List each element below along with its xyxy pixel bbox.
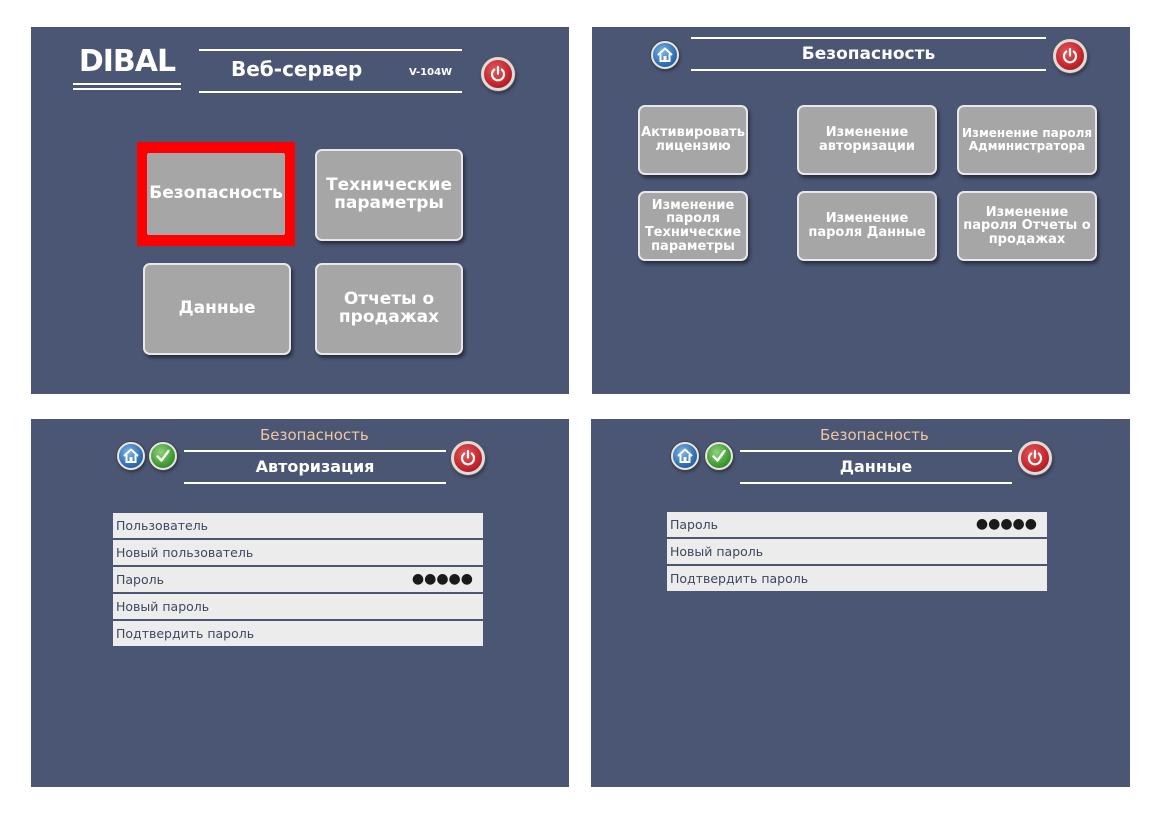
authorization-screen: Безопасность Авторизация Пользователь Но…: [31, 419, 569, 787]
power-icon: [460, 449, 476, 466]
change-authorization-button[interactable]: Изменение авторизации: [797, 105, 937, 175]
sales-reports-button[interactable]: Отчеты о продажах: [315, 263, 463, 355]
home-icon: [657, 47, 673, 62]
confirm-password-field[interactable]: Подтвердить пароль: [667, 566, 1047, 593]
power-icon: [1027, 449, 1043, 466]
power-button[interactable]: [1018, 441, 1052, 475]
breadcrumb: Безопасность: [260, 426, 369, 444]
authorization-form: Пользователь Новый пользователь Пароль ●…: [113, 513, 483, 648]
data-password-form: Пароль ●●●●● Новый пароль Подтвердить па…: [667, 512, 1047, 593]
technical-parameters-button[interactable]: Технические параметры: [315, 149, 463, 241]
user-label: Пользователь: [116, 518, 209, 533]
breadcrumb: Безопасность: [820, 426, 929, 444]
home-button[interactable]: [117, 442, 145, 470]
page-title: Безопасность: [801, 44, 936, 64]
change-admin-password-button[interactable]: Изменение пароля Администратора: [957, 105, 1097, 175]
password-value: ●●●●●: [975, 516, 1037, 532]
logo-text: DIBAL: [78, 44, 176, 79]
password-field[interactable]: Пароль ●●●●●: [113, 567, 483, 594]
confirm-password-label: Подтвердить пароль: [116, 626, 255, 641]
data-button[interactable]: Данные: [143, 263, 291, 355]
power-button[interactable]: [481, 57, 515, 91]
new-user-field[interactable]: Новый пользователь: [113, 540, 483, 567]
power-button[interactable]: [1053, 39, 1087, 73]
change-sales-password-button[interactable]: Изменение пароля Отчеты о продажах: [957, 191, 1097, 261]
confirm-button[interactable]: [149, 442, 177, 470]
change-data-password-button[interactable]: Изменение пароля Данные: [797, 191, 937, 261]
new-user-label: Новый пользователь: [116, 545, 254, 560]
security-button[interactable]: Безопасность: [147, 153, 285, 235]
dibal-logo: DIBAL: [73, 45, 181, 93]
main-menu-screen: DIBAL Веб-сервер V-104W Безопасность Тех…: [31, 27, 569, 394]
power-icon: [490, 65, 506, 82]
security-menu-screen: Безопасность Активировать лицензию Измен…: [592, 27, 1130, 394]
home-icon: [123, 448, 139, 463]
confirm-button[interactable]: [705, 442, 733, 470]
new-password-label: Новый пароль: [116, 599, 210, 614]
password-label: Пароль: [670, 517, 718, 532]
power-button[interactable]: [451, 441, 485, 475]
new-password-field[interactable]: Новый пароль: [667, 539, 1047, 566]
change-tech-password-button[interactable]: Изменение пароля Технические параметры: [638, 191, 748, 261]
activate-license-button[interactable]: Активировать лицензию: [638, 105, 748, 175]
confirm-password-field[interactable]: Подтвердить пароль: [113, 621, 483, 648]
version-label: V-104W: [409, 67, 453, 78]
password-value: ●●●●●: [411, 571, 473, 587]
password-field[interactable]: Пароль ●●●●●: [667, 512, 1047, 539]
confirm-password-label: Подтвердить пароль: [670, 571, 809, 586]
home-button[interactable]: [671, 442, 699, 470]
page-title: Авторизация: [255, 457, 375, 476]
page-title: Веб-сервер: [231, 57, 363, 81]
user-field[interactable]: Пользователь: [113, 513, 483, 540]
new-password-label: Новый пароль: [670, 544, 764, 559]
new-password-field[interactable]: Новый пароль: [113, 594, 483, 621]
check-icon: [712, 449, 726, 462]
home-button[interactable]: [651, 41, 679, 69]
password-label: Пароль: [116, 572, 164, 587]
home-icon: [677, 448, 693, 463]
data-password-screen: Безопасность Данные Пароль ●●●●● Новый п…: [591, 419, 1130, 787]
power-icon: [1062, 47, 1078, 64]
check-icon: [156, 449, 170, 462]
page-title: Данные: [839, 457, 913, 476]
